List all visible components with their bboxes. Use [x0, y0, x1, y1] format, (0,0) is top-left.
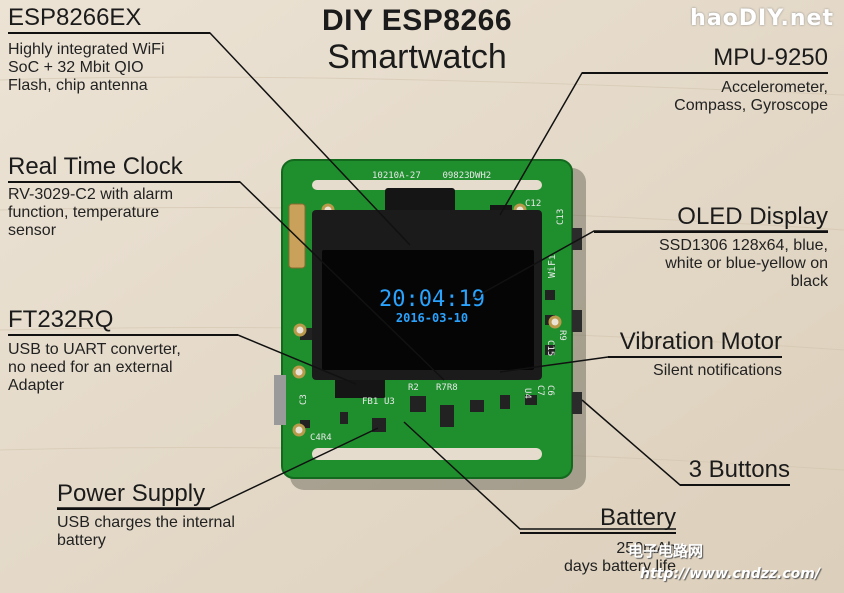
oled-description: SSD1306 128x64, blue, white or blue-yell…	[658, 237, 828, 290]
battery-heading: Battery	[520, 504, 676, 534]
rtc-description: RV-3029-C2 with alarm function, temperat…	[8, 186, 174, 239]
oled-heading: OLED Display	[594, 203, 828, 233]
pcb-label-c3: C3	[299, 394, 309, 405]
title-line-2: Smartwatch	[327, 38, 507, 76]
rtc-crystal	[288, 203, 306, 269]
side-button-1	[572, 228, 582, 250]
ft232-chip	[335, 380, 385, 398]
pcb-label-u3: U3	[384, 397, 395, 407]
rtc-heading: Real Time Clock	[8, 153, 240, 183]
oled-date: 2016-03-10	[396, 311, 468, 325]
pcb-logo-wifi: WiFi	[547, 254, 558, 278]
watermark-haodiy: haoDIY.net	[690, 6, 834, 31]
mpu9250-description: Accelerometer, Compass, Gyroscope	[674, 79, 828, 114]
pcb-board: 20:04:19 2016-03-10 10210A-27 09823DWH2 …	[274, 159, 586, 490]
pcb-label-r2: R2	[408, 383, 419, 393]
pcb-label-r7r8: R7R8	[436, 383, 458, 393]
pcb-label-c7: C7	[535, 385, 545, 396]
ft232-heading: FT232RQ	[8, 306, 238, 336]
power-description: USB charges the internal battery	[57, 514, 235, 549]
mpu9250-heading: MPU-9250	[582, 44, 828, 74]
ft232-description: USB to UART converter, no need for an ex…	[8, 341, 181, 394]
pcb-label-c4r4: C4R4	[310, 433, 332, 443]
side-button-2	[572, 310, 582, 332]
usb-connector	[274, 375, 286, 425]
watermark-url: http://www.cndzz.com/	[640, 566, 820, 582]
mounting-holes	[292, 203, 562, 437]
side-button-3	[572, 392, 582, 414]
oled-screen	[322, 250, 534, 370]
vibration-description: Silent notifications	[653, 362, 782, 379]
esp8266ex-description: Highly integrated WiFi SoC + 32 Mbit QIO…	[8, 41, 165, 94]
leader-battery	[403, 421, 676, 530]
smd-components	[300, 290, 555, 432]
battery-description: 250mAh days battery life	[563, 540, 676, 575]
buttons-heading: 3 Buttons	[680, 456, 790, 486]
watermark-cn: 电子电路网	[628, 542, 704, 560]
pcb-code-label: 10210A-27 09823DWH2	[372, 171, 491, 181]
pcb-label-u4: U4	[522, 388, 532, 399]
pcb-label-c6: C6	[545, 385, 555, 396]
diagram-title: DIY ESP8266 Smartwatch	[0, 4, 844, 77]
pcb-label-c13: C13	[556, 209, 566, 225]
pcb-label-c15: C15	[545, 340, 555, 356]
title-line-1: DIY ESP8266	[321, 4, 513, 37]
pcb-label-fb1: FB1	[362, 397, 378, 407]
esp8266ex-heading: ESP8266EX	[8, 4, 210, 34]
pcb-top-slot	[312, 180, 542, 190]
pcb-label-c12: C12	[525, 199, 541, 209]
oled-time: 20:04:19	[379, 287, 485, 312]
pcb-label-r9: R9	[557, 330, 567, 341]
pcb-bottom-slot	[312, 448, 542, 460]
power-heading: Power Supply	[57, 480, 210, 510]
esp-module	[385, 188, 455, 216]
vibration-heading: Vibration Motor	[608, 328, 782, 358]
